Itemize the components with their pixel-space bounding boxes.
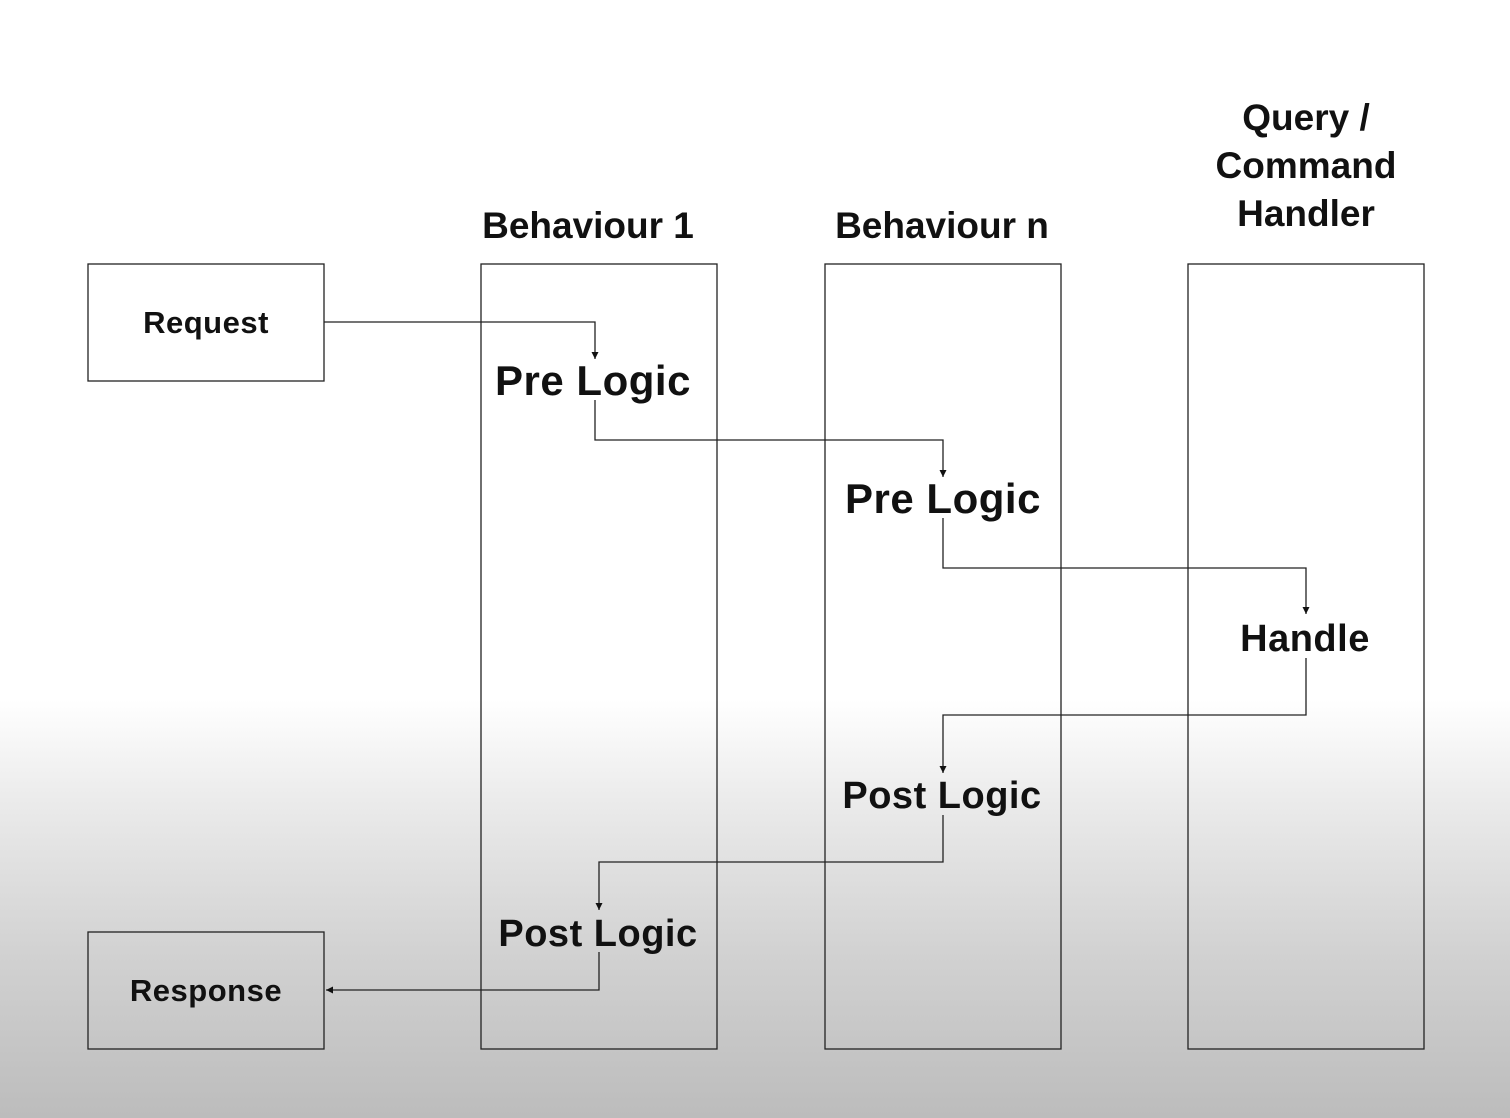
step-pre-logic-1: Pre Logic (495, 357, 691, 404)
lane-title-handler-line-3: Handler (1237, 193, 1375, 234)
flow-pre-logic-n-to-handle (942, 518, 1310, 614)
flow-handle-to-post-logic-n (939, 658, 1307, 773)
lane-title-handler-line-1: Query / (1242, 97, 1370, 138)
step-pre-logic-n: Pre Logic (845, 475, 1041, 522)
request-label: Request (143, 305, 269, 340)
lane-title-behaviour-n: Behaviour n (835, 205, 1049, 246)
step-post-logic-n: Post Logic (842, 775, 1041, 817)
step-post-logic-1: Post Logic (498, 913, 697, 955)
lane-title-behaviour-1: Behaviour 1 (482, 205, 694, 246)
lane-handler (1187, 263, 1425, 1050)
lane-title-handler-line-2: Command (1216, 145, 1397, 186)
step-handle: Handle (1240, 618, 1370, 660)
lane-behaviour-n (824, 263, 1062, 1050)
response-box (87, 931, 325, 1050)
response-label: Response (130, 973, 282, 1008)
flow-post-logic-n-to-post-logic-1 (595, 815, 944, 910)
flow-pre-logic-1-to-pre-logic-n (594, 400, 947, 477)
flow-request-to-pre-logic-1 (324, 321, 599, 359)
lane-behaviour-1 (480, 263, 718, 1050)
flow-post-logic-1-to-response (326, 952, 600, 994)
